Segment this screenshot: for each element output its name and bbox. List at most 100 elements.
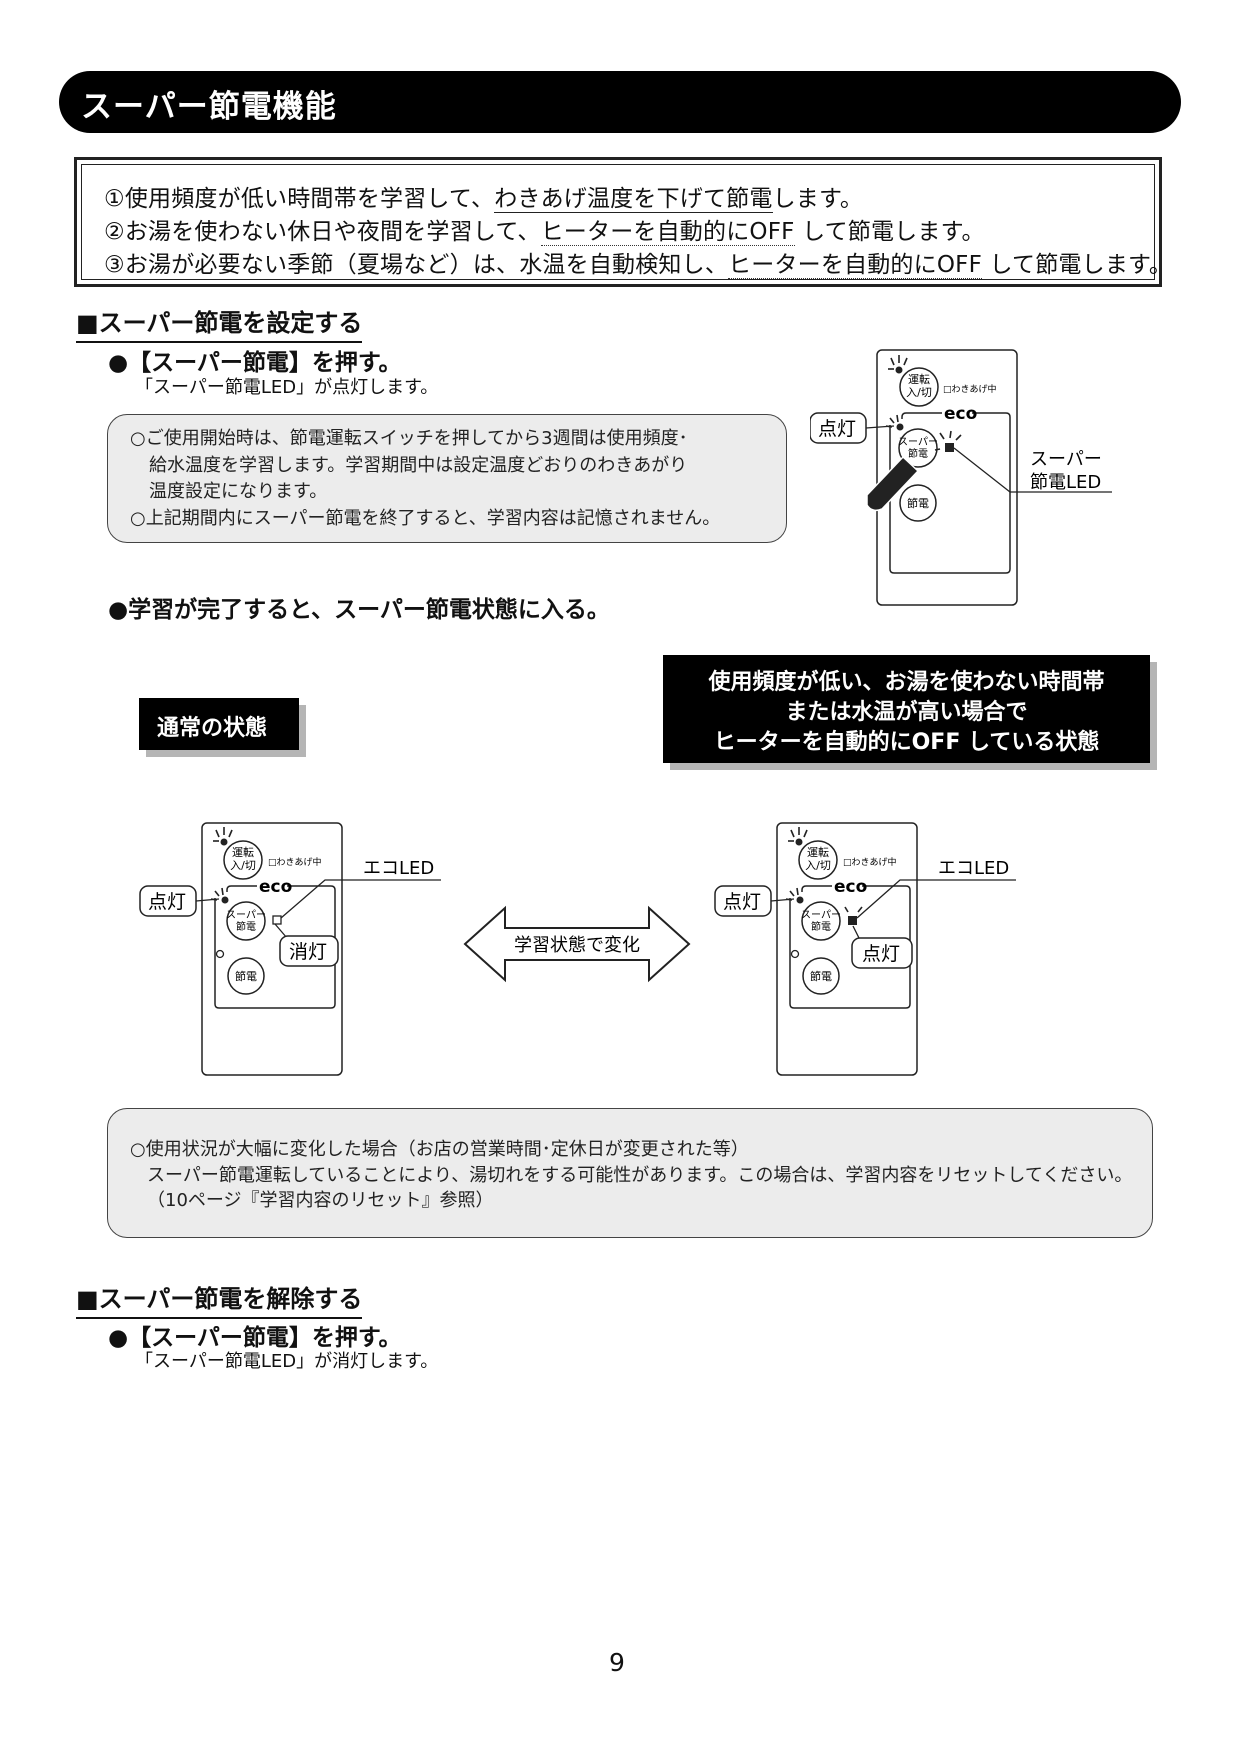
run-button[interactable] (899, 367, 939, 407)
lit-callout-2-box (851, 937, 913, 969)
save-led (215, 949, 225, 959)
run-rays (788, 827, 808, 842)
save-button[interactable] (899, 484, 937, 522)
super-save-button-label-2: 節電 (236, 920, 256, 933)
release-bullet: ●【スーパー節電】を押す。 (108, 1325, 402, 1351)
eco-led-on-rays (844, 906, 863, 913)
double-arrow-shape (463, 905, 691, 983)
off-callout-box (279, 935, 339, 967)
save-button-label: 節電 (907, 496, 929, 510)
save-button-label: 節電 (235, 969, 257, 983)
lit-callout-2-text: 点灯 (862, 943, 900, 965)
release-section-heading: ■スーパー節電を解除する (76, 1279, 363, 1319)
super-save-button-label-1: スーパー (226, 909, 266, 921)
run-rays (888, 355, 908, 370)
heating-indicator: □わきあげ中 (843, 856, 897, 868)
super-save-led (945, 443, 954, 452)
set-bullet: ●【スーパー節電】を押す。 (108, 350, 402, 376)
eco-label-bg (942, 405, 972, 421)
summary-line-3-a: ③お湯が必要ない季節（夏場など）は、水温を自動検知し、 (104, 252, 729, 278)
eco-label: eco (259, 877, 292, 897)
usage-change-note-line-3: （10ページ『学習内容のリセット』参照） (147, 1190, 494, 1211)
page-number: 9 (609, 1648, 625, 1677)
summary-line-1-c: します。 (772, 186, 864, 212)
run-button[interactable] (798, 840, 838, 880)
normal-state-label: 通常の状態 (139, 698, 299, 750)
eco-led (796, 896, 804, 904)
lit-callout-leader (865, 425, 895, 429)
remote-diagram-set: 運転 入/切 □わきあげ中 eco スーパー 節電 節電 スーパー 節電LED … (810, 349, 1112, 606)
run-button-label-2: 入/切 (906, 386, 932, 399)
summary-line-2: ②お湯を使わない休日や夜間を学習して、ヒーターを自動的にOFF して節電します。 (104, 212, 985, 246)
section-title: スーパー節電機能 (81, 89, 337, 125)
summary-box: ①使用頻度が低い時間帯を学習して、わきあげ温度を下げて節電します。 ②お湯を使わ… (74, 157, 1172, 287)
change-label: 学習状態で変化 (514, 935, 640, 956)
summary-line-2-b: ヒーターを自動的にOFF (540, 219, 795, 246)
run-button[interactable] (223, 840, 263, 880)
super-led-label-1: スーパー (1030, 449, 1102, 470)
run-led (220, 838, 228, 846)
heating-indicator: □わきあげ中 (943, 383, 997, 395)
super-save-led-rays (934, 430, 962, 451)
set-note-line-4: ○上記期間内にスーパー節電を終了すると、学習内容は記憶されません。 (130, 508, 721, 529)
run-button-label-2: 入/切 (805, 859, 831, 872)
super-save-button[interactable] (226, 901, 266, 941)
section-title-banner: スーパー節電機能 (59, 71, 1181, 133)
super-save-button-label-1: スーパー (801, 909, 841, 921)
summary-line-1: ①使用頻度が低い時間帯を学習して、わきあげ温度を下げて節電します。 (104, 179, 863, 213)
super-led-leader (953, 447, 1112, 493)
super-save-button[interactable] (898, 428, 938, 468)
summary-line-2-a: ②お湯を使わない休日や夜間を学習して、 (104, 219, 541, 245)
usage-change-note-line-1: ○使用状況が大幅に変化した場合（お店の営業時間･定休日が変更された等） (130, 1139, 749, 1160)
usage-change-note-box: ○使用状況が大幅に変化した場合（お店の営業時間･定休日が変更された等） スーパー… (107, 1108, 1153, 1238)
save-button-label: 節電 (810, 969, 832, 983)
super-save-button[interactable] (801, 901, 841, 941)
summary-line-3: ③お湯が必要ない季節（夏場など）は、水温を自動検知し、ヒーターを自動的にOFF … (104, 245, 1172, 279)
run-button-label-1: 運転 (908, 373, 930, 386)
lit-callout-text: 点灯 (818, 418, 856, 440)
heater-off-line-3: ヒーターを自動的にOFF している状態 (713, 730, 1100, 755)
save-led (790, 949, 800, 959)
save-button[interactable] (802, 957, 840, 995)
heater-off-line-1: 使用頻度が低い、お湯を使わない時間帯 (708, 670, 1105, 695)
eco-led (896, 423, 904, 431)
remote-diagram-heater-off: 運転 入/切 □わきあげ中 eco スーパー 節電 節電 エコLED 点灯 点灯 (714, 822, 1016, 1076)
super-save-button-label-1: スーパー (898, 436, 938, 448)
lit-callout-leader (770, 898, 795, 902)
eco-label-bg (832, 878, 862, 894)
set-note-line-3: 温度設定になります。 (149, 481, 328, 502)
set-note-line-1: ○ご使用開始時は、節電運転スイッチを押してから3週間は使用頻度･ (130, 428, 688, 449)
set-section-heading: ■スーパー節電を設定する (76, 303, 363, 343)
lit-callout-text: 点灯 (723, 891, 761, 913)
run-led (795, 838, 803, 846)
eco-led-off (272, 915, 282, 925)
heating-indicator: □わきあげ中 (268, 856, 322, 868)
off-callout-leader (274, 923, 288, 939)
run-led (895, 366, 903, 374)
summary-line-1-a: ①使用頻度が低い時間帯を学習して、 (104, 186, 495, 212)
summary-line-3-b: ヒーターを自動的にOFF (728, 252, 982, 279)
eco-group-frame (889, 412, 1011, 574)
eco-label-bg (257, 878, 287, 894)
eco-led (221, 896, 229, 904)
set-sub: 「スーパー節電LED」が点灯します。 (135, 377, 439, 398)
normal-state-text: 通常の状態 (157, 716, 268, 741)
eco-label: eco (944, 404, 977, 424)
run-button-label-2: 入/切 (230, 859, 256, 872)
eco-led-leader (280, 879, 441, 919)
run-rays (213, 827, 233, 842)
eco-led-label: エコLED (938, 858, 1009, 879)
eco-led-on (848, 916, 857, 925)
super-save-button-label-2: 節電 (908, 447, 928, 460)
finger-icon (866, 455, 920, 512)
remote-diagram-normal: 運転 入/切 □わきあげ中 eco スーパー 節電 節電 エコLED 点灯 消灯 (139, 822, 441, 1076)
lit-callout-leader (195, 898, 220, 902)
super-save-button-label-2: 節電 (811, 920, 831, 933)
run-button-label-1: 運転 (807, 846, 829, 859)
set-note-line-2: 給水温度を学習します。学習期間中は設定温度どおりのわきあがり (149, 455, 688, 476)
save-button[interactable] (227, 957, 265, 995)
summary-line-1-b: わきあげ温度を下げて節電 (494, 186, 773, 213)
heater-off-state-label: 使用頻度が低い、お湯を使わない時間帯 または水温が高い場合で ヒーターを自動的に… (663, 655, 1150, 763)
release-sub: 「スーパー節電LED」が消灯します。 (135, 1351, 439, 1372)
super-led-label-2: 節電LED (1030, 472, 1101, 493)
